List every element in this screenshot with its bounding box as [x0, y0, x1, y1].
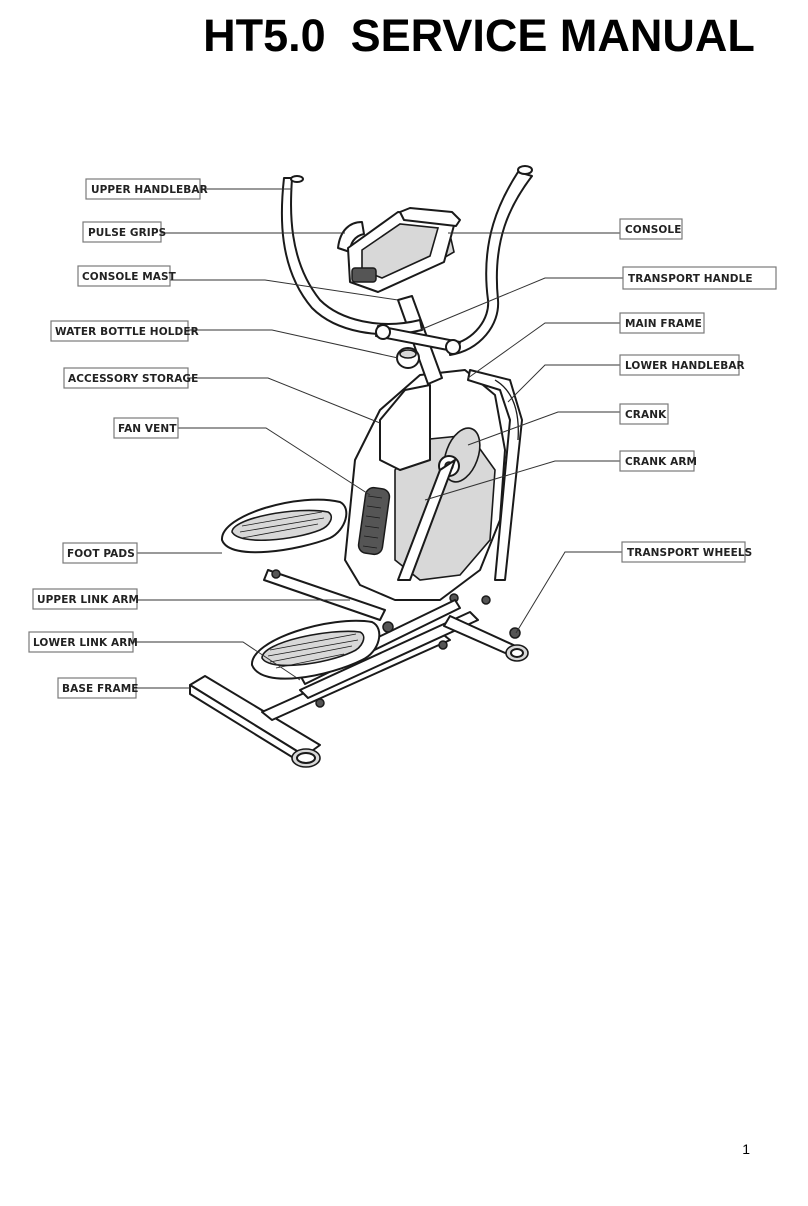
svg-text:WATER BOTTLE HOLDER: WATER BOTTLE HOLDER — [55, 326, 199, 338]
mast-and-handlebars-part — [280, 165, 533, 441]
callout-console-mast: CONSOLE MAST — [77, 265, 177, 287]
svg-text:UPPER HANDLEBAR: UPPER HANDLEBAR — [91, 184, 208, 196]
page-number: 1 — [742, 1141, 750, 1157]
elliptical-illustration — [189, 165, 533, 768]
callout-main-frame: MAIN FRAME — [619, 312, 705, 334]
svg-text:MAIN FRAME: MAIN FRAME — [625, 318, 702, 330]
callout-transport-wheels: TRANSPORT WHEELS — [621, 541, 752, 563]
callout-lower-link-arm: LOWER LINK ARM — [28, 631, 138, 653]
callout-upper-handlebar: UPPER HANDLEBAR — [85, 178, 208, 200]
svg-text:FAN VENT: FAN VENT — [118, 423, 177, 435]
svg-text:ACCESSORY STORAGE: ACCESSORY STORAGE — [68, 373, 198, 385]
svg-text:LOWER HANDLEBAR: LOWER HANDLEBAR — [625, 360, 745, 372]
callout-upper-link-arm: UPPER LINK ARM — [32, 588, 139, 610]
svg-text:CRANK ARM: CRANK ARM — [625, 456, 697, 468]
svg-text:PULSE GRIPS: PULSE GRIPS — [88, 227, 166, 239]
callout-fan-vent: FAN VENT — [113, 417, 179, 439]
main-body-part — [344, 369, 523, 601]
callout-transport-handle: TRANSPORT HANDLE — [622, 266, 777, 290]
callout-base-frame: BASE FRAME — [57, 677, 139, 699]
base-frame-part — [189, 593, 529, 768]
svg-text:FOOT PADS: FOOT PADS — [67, 548, 135, 560]
svg-text:LOWER LINK ARM: LOWER LINK ARM — [33, 637, 138, 649]
foot-pads-part — [220, 498, 381, 680]
svg-text:CRANK: CRANK — [625, 409, 667, 421]
callout-accessory-storage: ACCESSORY STORAGE — [63, 367, 198, 389]
svg-text:CONSOLE MAST: CONSOLE MAST — [82, 271, 177, 283]
callout-crank-arm: CRANK ARM — [619, 450, 697, 472]
leader-lines — [133, 188, 623, 689]
callout-water-bottle-holder: WATER BOTTLE HOLDER — [50, 320, 199, 342]
callout-crank: CRANK — [619, 403, 669, 425]
svg-text:CONSOLE: CONSOLE — [625, 224, 681, 236]
svg-text:UPPER LINK ARM: UPPER LINK ARM — [37, 594, 139, 606]
svg-text:TRANSPORT HANDLE: TRANSPORT HANDLE — [628, 273, 753, 285]
svg-text:BASE FRAME: BASE FRAME — [62, 683, 139, 695]
callout-pulse-grips: PULSE GRIPS — [82, 221, 166, 243]
page-title: HT5.0 SERVICE MANUAL — [203, 10, 755, 61]
callout-lower-handlebar: LOWER HANDLEBAR — [619, 354, 745, 376]
callout-foot-pads: FOOT PADS — [62, 542, 138, 564]
callout-console: CONSOLE — [619, 218, 683, 240]
svg-text:TRANSPORT WHEELS: TRANSPORT WHEELS — [627, 547, 752, 559]
